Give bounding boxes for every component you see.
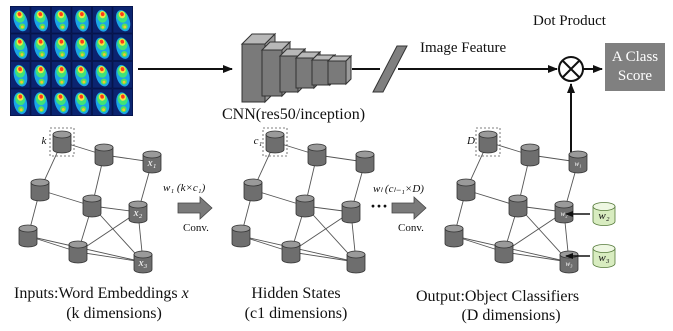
- heatmap-background: [10, 6, 133, 116]
- output-title: Output:Object Classifiers: [416, 288, 580, 305]
- heatmap-cell: [30, 6, 51, 34]
- heatmap-cell: [71, 88, 92, 116]
- output-w3-label: w₃: [565, 260, 573, 268]
- input-node-c: [82, 194, 102, 218]
- output-w1-label: w₁: [574, 160, 581, 168]
- output-D-label: D: [466, 135, 475, 147]
- image-feature-label: Image Feature: [420, 40, 507, 56]
- input-graph: k x₁ x₂ x₃: [18, 127, 162, 274]
- inputs-title-text: Inputs:Word Embeddings: [14, 285, 182, 302]
- heatmap-cell: [30, 61, 51, 89]
- input-node-k: [49, 127, 75, 157]
- green-node-w3: [592, 244, 616, 268]
- input-node-d: [18, 224, 38, 248]
- output-node-x2: [554, 200, 574, 224]
- output-subtitle: (D dimensions): [461, 307, 561, 324]
- image-feature-vector: [372, 45, 408, 93]
- w1-weight-label: w₁ (k×c₁): [163, 182, 206, 194]
- input-image-grid: [10, 6, 133, 116]
- graph-nodes: [231, 127, 375, 274]
- green-node-w2: [592, 202, 616, 226]
- input-node-b: [30, 178, 50, 202]
- output-w2-label: w₂: [560, 210, 568, 218]
- hidden-subtitle: (c1 dimensions): [244, 305, 348, 322]
- output-graph: Dw₁ w₂ w₃ w₂ w₃: [444, 127, 616, 274]
- heatmap-cell: [92, 61, 113, 89]
- input-x3-label: x₃: [138, 257, 148, 269]
- hidden-node-k: [262, 127, 288, 157]
- cnn-label: CNN(res50/inception): [222, 106, 366, 123]
- input-k-label: k: [42, 135, 48, 147]
- heatmap-cell: [112, 61, 133, 89]
- green-w2-label: w₂: [598, 210, 609, 222]
- class-score-box: [605, 43, 665, 91]
- heatmap-cell: [51, 88, 72, 116]
- heatmap-cell: [10, 88, 31, 116]
- hidden-c1-label: c₁: [254, 135, 263, 147]
- input-x2-label: x₂: [133, 207, 143, 219]
- input-node-x3: [133, 250, 153, 274]
- output-node-d: [444, 224, 464, 248]
- input-node-a: [94, 143, 114, 167]
- heatmap-cell: [71, 6, 92, 34]
- heatmap-cell: [10, 6, 31, 34]
- heatmap-cell: [30, 88, 51, 116]
- heatmap-cell: [92, 33, 113, 61]
- output-node-k: [475, 127, 501, 157]
- input-x1-label: x₁: [147, 157, 157, 169]
- input-node-e: [68, 240, 88, 264]
- heatmap-cell: [71, 33, 92, 61]
- inputs-title-var: x: [181, 285, 189, 302]
- heatmap-cell: [51, 6, 72, 34]
- dot-product-icon: [558, 56, 584, 82]
- cnn-block: [240, 32, 353, 104]
- output-node-e: [494, 240, 514, 264]
- hidden-graph: c₁: [231, 127, 375, 274]
- conv-arrow-2: [391, 196, 427, 220]
- heatmap-cell: [10, 61, 31, 89]
- dot-product-label: Dot Product: [533, 13, 606, 29]
- hidden-node-a: [307, 143, 327, 167]
- ellipsis-label: ···: [370, 196, 389, 216]
- heatmap-cell: [112, 6, 133, 34]
- heatmap-cell: [112, 88, 133, 116]
- heatmap-cell: [112, 33, 133, 61]
- hidden-node-x1: [355, 150, 375, 174]
- conv1-label: Conv.: [183, 222, 209, 234]
- heatmap-cell: [92, 88, 113, 116]
- graph-nodes: [18, 127, 162, 274]
- class-score-label: A Class Score: [605, 48, 665, 86]
- input-node-x1: [142, 150, 162, 174]
- output-node-a: [520, 143, 540, 167]
- hidden-node-x2: [341, 200, 361, 224]
- hidden-title: Hidden States: [251, 285, 341, 302]
- hidden-node-d: [231, 224, 251, 248]
- conv2-label: Conv.: [398, 222, 424, 234]
- heatmap-cell: [92, 6, 113, 34]
- heatmap-cell: [30, 33, 51, 61]
- hidden-node-e: [281, 240, 301, 264]
- inputs-subtitle: (k dimensions): [66, 305, 162, 322]
- output-node-x1: [568, 150, 588, 174]
- conv-arrow-1: [177, 196, 213, 220]
- graph-nodes: [444, 127, 588, 274]
- heatmap-cell: [10, 33, 31, 61]
- hidden-node-x3: [346, 250, 366, 274]
- heatmap-cell: [71, 61, 92, 89]
- output-node-c: [508, 194, 528, 218]
- green-w3-label: w₃: [598, 252, 609, 264]
- hidden-node-c: [295, 194, 315, 218]
- hidden-node-b: [243, 178, 263, 202]
- wl-weight-label: wₗ (cₗ₋₁×D): [373, 183, 424, 195]
- heatmap-cell: [51, 61, 72, 89]
- heatmap-cell: [51, 33, 72, 61]
- class-score-line2: Score: [617, 68, 653, 84]
- output-node-b: [456, 178, 476, 202]
- class-score-line1: A Class: [611, 49, 659, 65]
- input-node-x2: [128, 200, 148, 224]
- inputs-title: Inputs:Word Embeddings x: [14, 285, 189, 303]
